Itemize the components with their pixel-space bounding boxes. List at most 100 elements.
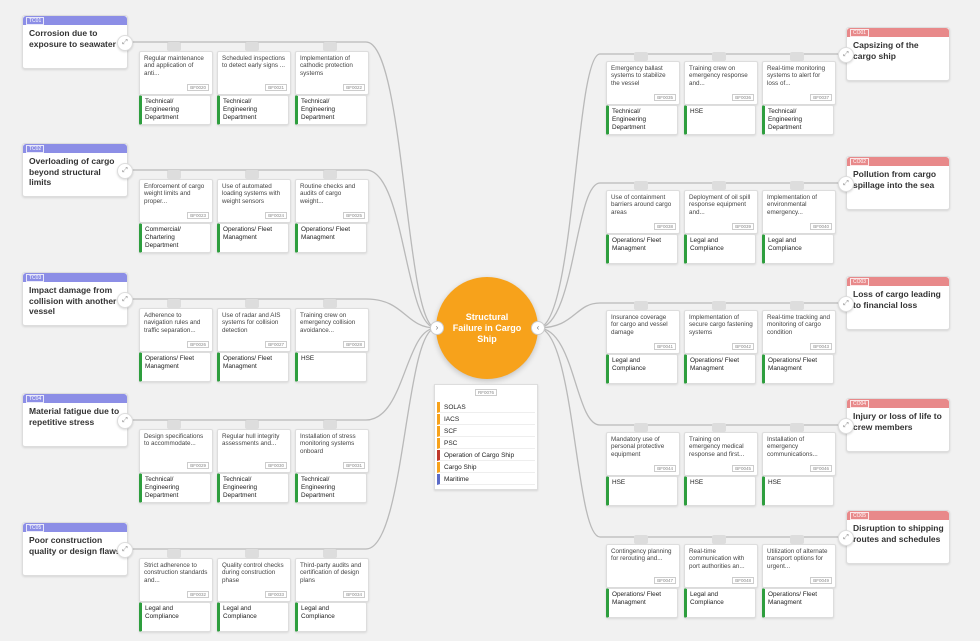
control-handle[interactable] bbox=[167, 420, 181, 429]
control-card[interactable]: Insurance coverage for cargo and vessel … bbox=[606, 310, 680, 386]
consequence-title: Injury or loss of life to crew members bbox=[853, 411, 942, 432]
control-handle[interactable] bbox=[712, 301, 726, 310]
control-handle[interactable] bbox=[245, 299, 259, 308]
control-handle[interactable] bbox=[323, 42, 337, 51]
control-department: Legal and Compliance bbox=[690, 591, 724, 607]
control-handle[interactable] bbox=[167, 549, 181, 558]
control-department: Operations/ Fleet Managment bbox=[768, 591, 818, 607]
control-card[interactable]: Design specifications to accommodate...B… bbox=[139, 429, 213, 505]
expand-icon[interactable]: ⤢ bbox=[117, 35, 133, 51]
control-card[interactable]: Contingency planning for rerouting and..… bbox=[606, 544, 680, 620]
expand-icon[interactable]: ⤢ bbox=[838, 296, 854, 312]
central-event-node[interactable]: Structural Failure in Cargo Ship bbox=[436, 277, 538, 379]
expand-icon[interactable]: ⤢ bbox=[117, 413, 133, 429]
control-card[interactable]: Use of automated loading systems with we… bbox=[217, 179, 291, 255]
control-handle[interactable] bbox=[712, 423, 726, 432]
control-handle[interactable] bbox=[712, 52, 726, 61]
expand-icon[interactable]: ⤢ bbox=[117, 292, 133, 308]
control-card[interactable]: Real-time monitoring systems to alert fo… bbox=[762, 61, 836, 137]
control-card[interactable]: Emergency ballast systems to stabilize t… bbox=[606, 61, 680, 137]
control-handle[interactable] bbox=[634, 301, 648, 310]
control-card[interactable]: Scheduled inspections to detect early si… bbox=[217, 51, 291, 127]
control-card[interactable]: Implementation of secure cargo fastening… bbox=[684, 310, 758, 386]
control-handle[interactable] bbox=[712, 535, 726, 544]
control-card[interactable]: Routine checks and audits of cargo weigh… bbox=[295, 179, 369, 255]
expand-icon[interactable]: ⤢ bbox=[838, 530, 854, 546]
control-card[interactable]: Enforcement of cargo weight limits and p… bbox=[139, 179, 213, 255]
expand-icon[interactable]: ⤢ bbox=[117, 542, 133, 558]
control-handle[interactable] bbox=[790, 301, 804, 310]
control-handle[interactable] bbox=[634, 52, 648, 61]
legend-item: SOLAS bbox=[437, 402, 535, 413]
control-handle[interactable] bbox=[167, 42, 181, 51]
control-card[interactable]: Quality control checks during constructi… bbox=[217, 558, 291, 634]
control-department-box: Operations/ Fleet Managment bbox=[606, 234, 678, 264]
control-department: Operations/ Fleet Managment bbox=[612, 237, 662, 253]
control-card[interactable]: Installation of emergency communications… bbox=[762, 432, 836, 508]
control-handle[interactable] bbox=[323, 549, 337, 558]
expand-icon[interactable]: ⤢ bbox=[117, 163, 133, 179]
control-card[interactable]: Use of radar and AIS systems for collisi… bbox=[217, 308, 291, 384]
control-handle[interactable] bbox=[790, 181, 804, 190]
expand-icon[interactable]: ⤢ bbox=[838, 418, 854, 434]
legend-item: IACS bbox=[437, 414, 535, 425]
control-card[interactable]: Training crew on emergency response and.… bbox=[684, 61, 758, 137]
expand-icon[interactable]: ⤢ bbox=[838, 176, 854, 192]
control-id-badge: BF0033 bbox=[265, 591, 287, 598]
control-card[interactable]: Training on emergency medical response a… bbox=[684, 432, 758, 508]
control-handle[interactable] bbox=[323, 420, 337, 429]
control-department-box: HSE bbox=[606, 476, 678, 506]
threat-title: Corrosion due to exposure to seawater bbox=[29, 28, 116, 49]
control-handle[interactable] bbox=[245, 549, 259, 558]
control-card[interactable]: Mandatory use of personal protective equ… bbox=[606, 432, 680, 508]
control-card[interactable]: Use of containment barriers around cargo… bbox=[606, 190, 680, 266]
control-id-badge: BF0029 bbox=[187, 462, 209, 469]
control-handle[interactable] bbox=[634, 181, 648, 190]
expand-icon[interactable]: ⤢ bbox=[838, 47, 854, 63]
control-handle[interactable] bbox=[712, 181, 726, 190]
control-card[interactable]: Third-party audits and certification of … bbox=[295, 558, 369, 634]
control-handle[interactable] bbox=[790, 52, 804, 61]
control-card[interactable]: Implementation of environmental emergenc… bbox=[762, 190, 836, 266]
control-handle[interactable] bbox=[167, 170, 181, 179]
left-expand-icon[interactable]: › bbox=[430, 321, 444, 335]
control-handle[interactable] bbox=[245, 170, 259, 179]
control-card[interactable]: Utilization of alternate transport optio… bbox=[762, 544, 836, 620]
control-handle[interactable] bbox=[323, 170, 337, 179]
control-card[interactable]: Installation of stress monitoring system… bbox=[295, 429, 369, 505]
control-department: Technical/ Engineering Department bbox=[145, 476, 180, 500]
control-card[interactable]: Deployment of oil spill response equipme… bbox=[684, 190, 758, 266]
control-handle[interactable] bbox=[245, 42, 259, 51]
right-expand-icon[interactable]: ‹ bbox=[531, 321, 545, 335]
control-handle[interactable] bbox=[790, 535, 804, 544]
control-handle[interactable] bbox=[634, 535, 648, 544]
control-card[interactable]: Regular hull integrity assessments and..… bbox=[217, 429, 291, 505]
control-card[interactable]: Adherence to navigation rules and traffi… bbox=[139, 308, 213, 384]
control-handle[interactable] bbox=[323, 299, 337, 308]
control-handle[interactable] bbox=[634, 423, 648, 432]
control-description: Use of containment barriers around cargo… bbox=[611, 194, 672, 216]
control-handle[interactable] bbox=[167, 299, 181, 308]
control-handle[interactable] bbox=[245, 420, 259, 429]
central-event-title: Structural Failure in Cargo Ship bbox=[452, 311, 522, 344]
connector-line bbox=[537, 53, 838, 329]
control-card[interactable]: Training crew on emergency collision avo… bbox=[295, 308, 369, 384]
control-card[interactable]: Regular maintenance and application of a… bbox=[139, 51, 213, 127]
control-card[interactable]: Real-time communication with port author… bbox=[684, 544, 758, 620]
control-card[interactable]: Implementation of cathodic protection sy… bbox=[295, 51, 369, 127]
control-handle[interactable] bbox=[790, 423, 804, 432]
control-card[interactable]: Strict adherence to construction standar… bbox=[139, 558, 213, 634]
control-card[interactable]: Real-time tracking and monitoring of car… bbox=[762, 310, 836, 386]
control-description: Real-time communication with port author… bbox=[689, 548, 745, 570]
